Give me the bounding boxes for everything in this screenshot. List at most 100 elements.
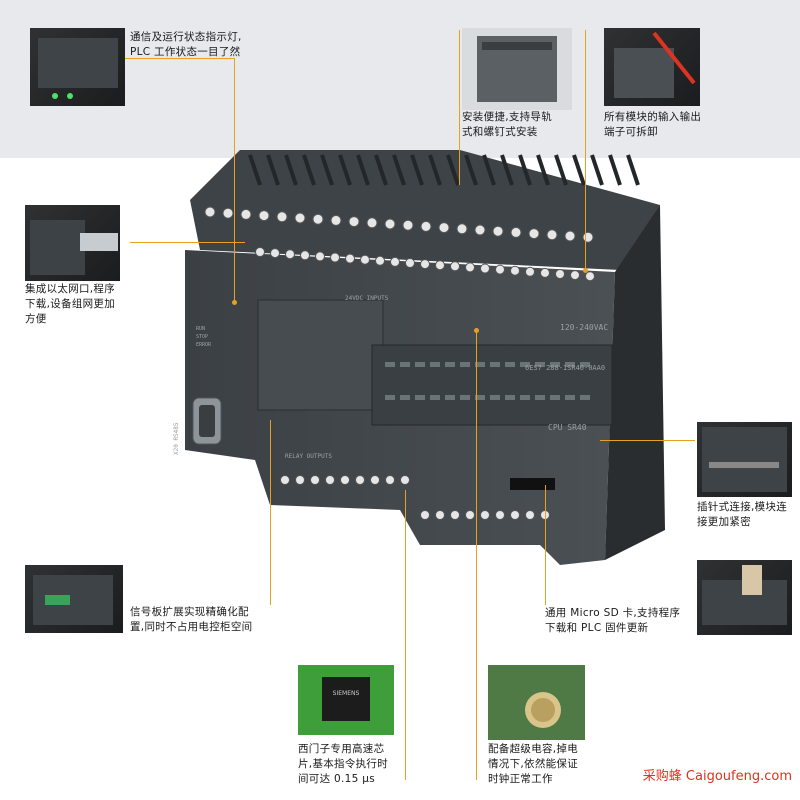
model-label: CPU SR40	[548, 423, 587, 432]
caption-super-capacitor: 配备超级电容,掉电 情况下,依然能保证 时钟正常工作	[488, 743, 579, 785]
terminal-screw	[495, 510, 505, 520]
terminal-screw	[315, 251, 325, 262]
rs485-port-inner	[199, 405, 215, 437]
terminal-screw	[450, 510, 460, 520]
io-led	[535, 362, 545, 367]
status-label-run: RUN	[196, 326, 205, 332]
leader-capacitor	[476, 330, 477, 780]
io-led	[580, 395, 590, 400]
caption-plug-connection: 插针式连接,模块连 接更加紧密	[697, 501, 788, 528]
photo-signal-board	[25, 565, 123, 633]
io-led	[430, 362, 440, 367]
io-led	[535, 395, 545, 400]
io-led	[460, 395, 470, 400]
dot-removable	[583, 268, 588, 273]
vent-rib	[590, 154, 604, 186]
terminal-screw	[402, 219, 414, 231]
io-led	[445, 362, 455, 367]
vent-rib	[500, 154, 514, 186]
photo-status-leds	[30, 28, 125, 106]
terminal-screw	[435, 260, 445, 271]
front-cover	[257, 299, 384, 411]
leader-ethernet	[130, 242, 245, 243]
io-led	[415, 395, 425, 400]
io-led	[400, 362, 410, 367]
input-label: 24VDC INPUTS	[345, 295, 389, 302]
terminal-screw	[450, 261, 460, 272]
leader-status-leds	[105, 58, 235, 59]
caption-removable-terminals: 所有模块的输入输出 端子可拆卸	[604, 111, 702, 138]
vent-rib	[338, 154, 352, 186]
terminal-screw	[325, 475, 335, 485]
vent-rib	[392, 154, 406, 186]
terminal-screw	[420, 259, 430, 270]
terminal-screw	[546, 229, 558, 241]
terminal-screw	[465, 510, 475, 520]
terminal-screw	[555, 269, 565, 279]
terminal-screw	[345, 253, 355, 264]
terminal-screw	[525, 266, 535, 277]
terminal-screw	[204, 206, 216, 218]
terminal-screw	[570, 270, 580, 281]
terminal-screw	[420, 510, 430, 520]
leader-micro-sd	[545, 485, 546, 605]
io-led	[505, 395, 515, 400]
terminal-screw	[405, 258, 415, 268]
terminal-screw	[285, 249, 295, 260]
io-led	[430, 395, 440, 400]
terminal-screw	[510, 265, 520, 276]
leader-signal-board	[270, 420, 271, 605]
terminal-screw	[438, 222, 450, 234]
io-led	[460, 362, 470, 367]
io-led	[520, 362, 530, 367]
caption-siemens-chip: 西门子专用高速芯 片,基本指令执行时 间可达 0.15 μs	[298, 743, 389, 785]
terminal-screw	[280, 475, 290, 485]
terminal-screw	[312, 213, 324, 225]
vent-rib	[608, 154, 622, 186]
terminal-screw	[276, 211, 288, 223]
terminal-screw	[258, 210, 270, 222]
io-led	[550, 395, 560, 400]
terminal-screw	[360, 254, 370, 265]
terminal-screw	[456, 223, 468, 235]
voltage-label: 120-240VAC	[560, 323, 608, 332]
relay-label: RELAY OUTPUTS	[285, 453, 332, 460]
terminal-screw	[366, 217, 378, 229]
io-led	[565, 395, 575, 400]
vent-rib	[248, 154, 262, 186]
io-led	[445, 395, 455, 400]
photo-super-capacitor	[488, 665, 585, 740]
leader-chip	[405, 490, 406, 780]
terminal-screw	[480, 263, 490, 274]
photo-micro-sd	[697, 560, 792, 635]
io-led	[475, 395, 485, 400]
dot-capacitor	[474, 328, 479, 333]
bottom-terminal-row	[280, 475, 550, 520]
vent-rib	[302, 154, 316, 186]
photo-plug-connection	[697, 422, 792, 497]
caption-signal-board: 信号板扩展实现精确化配 置,同时不占用电控柜空间	[130, 606, 253, 633]
micro-sd-slot	[510, 478, 555, 490]
dot-status-leds	[232, 300, 237, 305]
upper-terminal-row	[204, 206, 594, 243]
status-label-stop: STOP	[196, 334, 208, 340]
terminal-screw	[528, 228, 540, 240]
vent-rib	[374, 154, 388, 186]
vent-rib	[320, 154, 334, 186]
terminal-screw	[474, 224, 486, 236]
io-led	[385, 395, 395, 400]
io-led	[475, 362, 485, 367]
plc-right-side	[605, 205, 665, 560]
caption-ethernet: 集成以太网口,程序 下载,设备组网更加 方便	[25, 283, 116, 325]
terminal-screw	[400, 475, 410, 485]
terminal-screw	[222, 207, 234, 219]
io-led	[520, 395, 530, 400]
io-panel	[371, 344, 613, 426]
io-led	[400, 395, 410, 400]
terminal-screw	[330, 252, 340, 263]
terminal-screw	[510, 226, 522, 238]
plc-top-face	[190, 150, 660, 270]
photo-ethernet	[25, 205, 120, 281]
terminal-screw	[564, 230, 576, 242]
